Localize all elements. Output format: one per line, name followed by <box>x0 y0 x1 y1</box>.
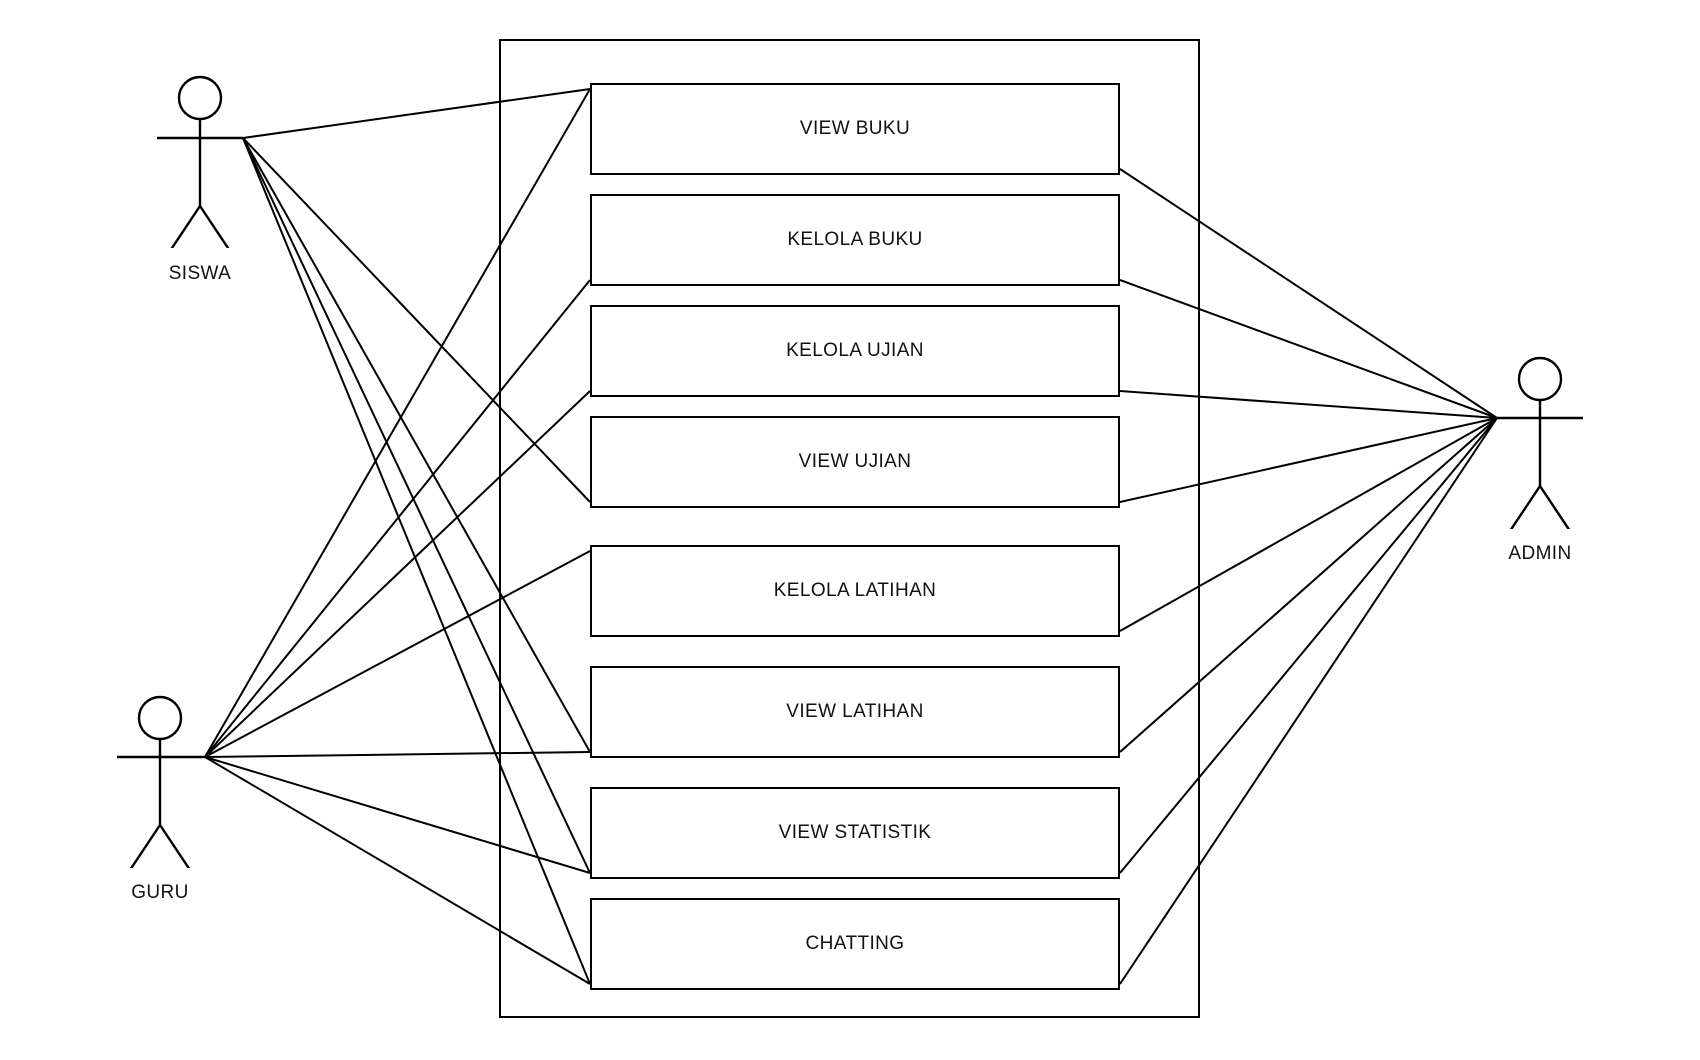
use-case-label: CHATTING <box>805 933 905 954</box>
use-case-label: VIEW STATISTIK <box>778 822 932 843</box>
association-admin-to-kelola-ujian <box>1119 390 1498 419</box>
actor-guru[interactable]: GURU <box>70 668 250 903</box>
association-siswa-to-view-statistik <box>242 137 591 874</box>
use-case-kelola-latihan[interactable]: KELOLA LATIHAN <box>590 545 1120 637</box>
association-guru-to-chatting <box>204 756 591 985</box>
association-admin-to-chatting <box>1119 417 1498 985</box>
use-case-view-buku[interactable]: VIEW BUKU <box>590 83 1120 175</box>
use-case-label: VIEW LATIHAN <box>786 701 924 722</box>
use-case-label: KELOLA UJIAN <box>786 340 924 361</box>
actor-admin[interactable]: ADMIN <box>1450 329 1630 564</box>
association-guru-to-kelola-ujian <box>204 390 591 758</box>
association-admin-to-view-latihan <box>1119 417 1498 753</box>
actor-label: ADMIN <box>1508 543 1572 564</box>
association-siswa-to-view-latihan <box>242 137 591 753</box>
association-admin-to-view-statistik <box>1119 417 1498 874</box>
actor-label: GURU <box>131 882 189 903</box>
use-case-view-ujian[interactable]: VIEW UJIAN <box>590 416 1120 508</box>
use-case-label: KELOLA LATIHAN <box>773 580 937 601</box>
use-case-view-statistik[interactable]: VIEW STATISTIK <box>590 787 1120 879</box>
use-case-label: KELOLA BUKU <box>787 229 923 250</box>
association-admin-to-view-buku <box>1119 168 1498 419</box>
association-siswa-to-view-buku <box>242 88 591 139</box>
use-case-view-latihan[interactable]: VIEW LATIHAN <box>590 666 1120 758</box>
actor-label: SISWA <box>168 263 232 284</box>
stick-figure-icon <box>157 75 243 261</box>
association-guru-to-kelola-latihan <box>204 550 591 758</box>
association-guru-to-view-latihan <box>204 751 591 758</box>
actor-siswa[interactable]: SISWA <box>110 48 290 284</box>
association-guru-to-kelola-buku <box>204 279 591 758</box>
association-siswa-to-chatting <box>242 137 591 985</box>
association-admin-to-view-ujian <box>1119 417 1498 503</box>
association-guru-to-view-statistik <box>204 756 591 874</box>
use-case-kelola-ujian[interactable]: KELOLA UJIAN <box>590 305 1120 397</box>
system-boundary-box <box>499 39 1200 1018</box>
stick-figure-icon <box>117 695 205 880</box>
association-siswa-to-view-ujian <box>242 137 591 503</box>
association-guru-to-view-buku <box>204 88 591 758</box>
use-case-label: VIEW BUKU <box>799 118 911 139</box>
association-admin-to-kelola-latihan <box>1119 417 1498 632</box>
use-case-chatting[interactable]: CHATTING <box>590 898 1120 990</box>
stick-figure-icon <box>1497 356 1583 541</box>
use-case-kelola-buku[interactable]: KELOLA BUKU <box>590 194 1120 286</box>
use-case-label: VIEW UJIAN <box>798 451 912 472</box>
association-admin-to-kelola-buku <box>1119 279 1498 419</box>
